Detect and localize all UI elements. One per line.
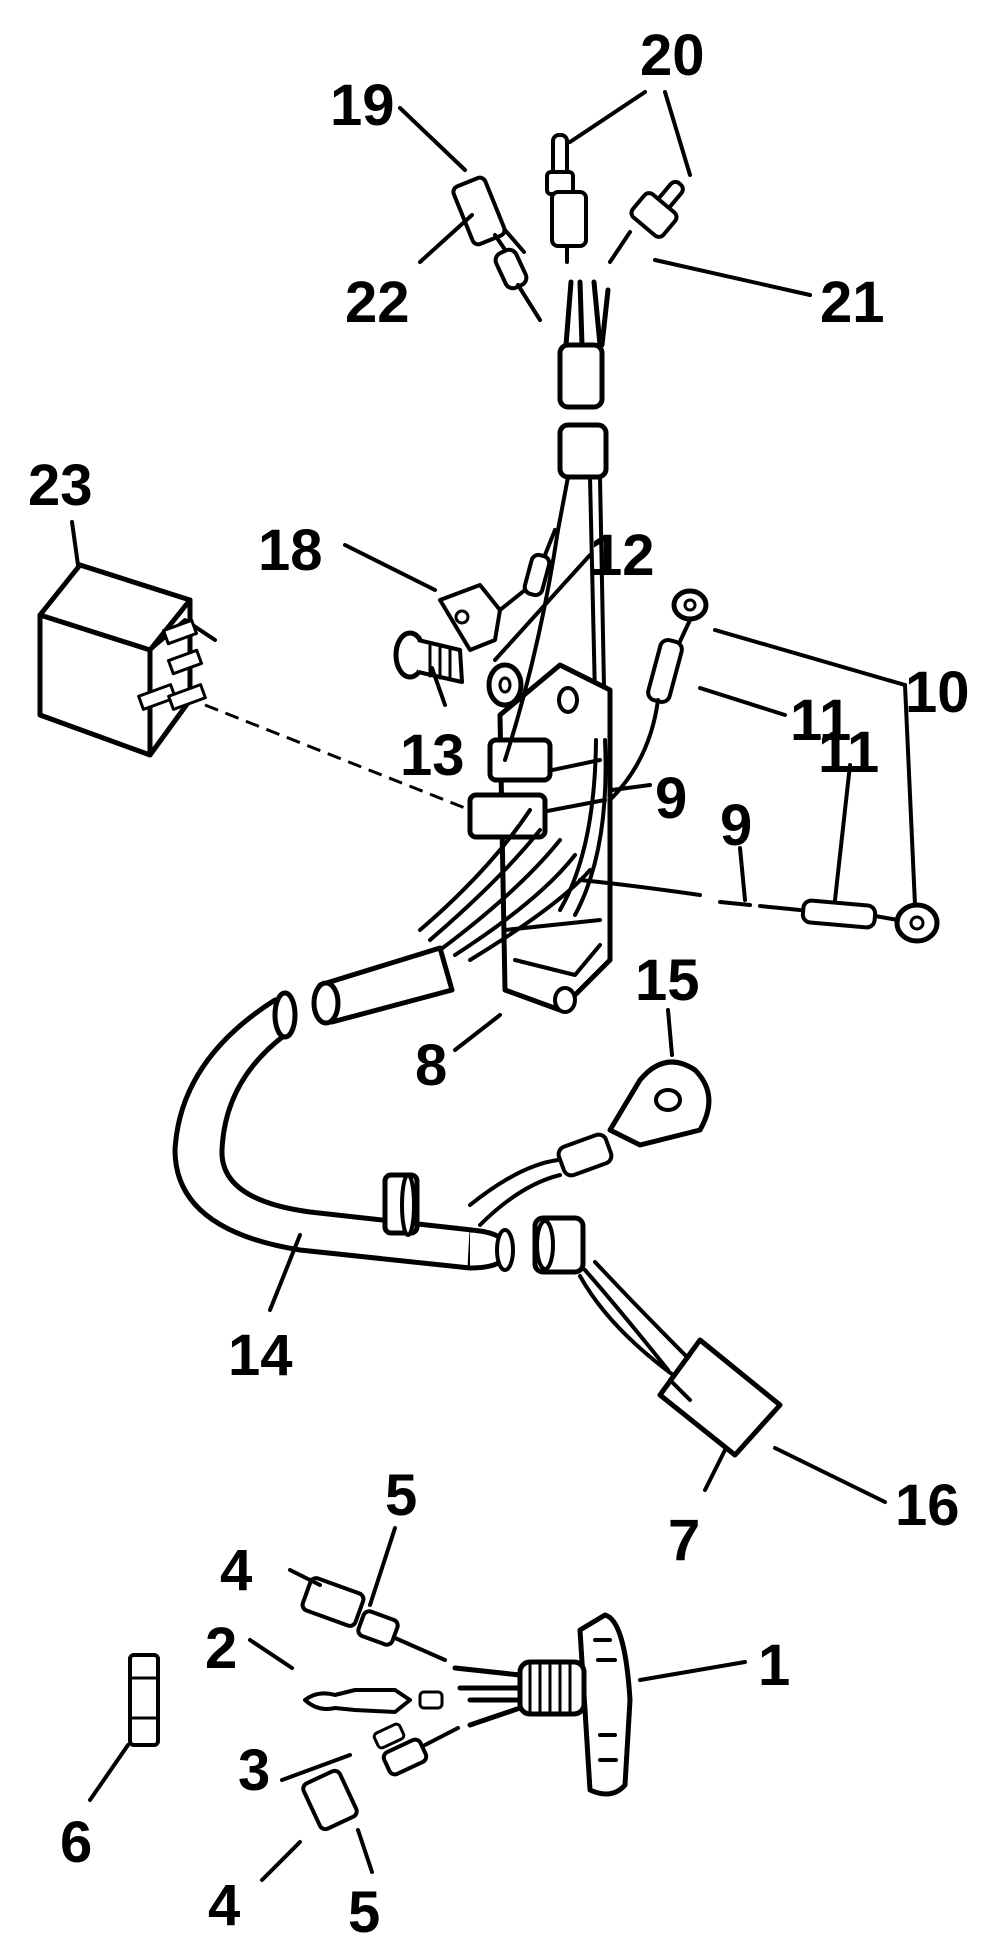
relay bbox=[37, 562, 471, 812]
ground-terminal-18 bbox=[438, 528, 557, 652]
callout-20: 20 bbox=[640, 23, 705, 88]
switch-terminal-upper bbox=[300, 1576, 447, 1662]
relay-bracket bbox=[467, 662, 613, 1014]
callout-11: 11 bbox=[790, 688, 851, 753]
callout-4a: 4 bbox=[220, 1538, 252, 1603]
callout-22: 22 bbox=[345, 270, 410, 335]
top-bullet-connectors bbox=[451, 133, 685, 742]
callout-1: 1 bbox=[758, 1633, 790, 1698]
callout-18: 18 bbox=[258, 518, 323, 583]
callout-7: 7 bbox=[668, 1508, 700, 1573]
callout-16: 16 bbox=[895, 1473, 960, 1538]
harness-wires bbox=[418, 528, 702, 962]
callout-9b: 9 bbox=[720, 793, 752, 858]
screw-and-washer bbox=[393, 630, 524, 708]
bullet-connector-right bbox=[608, 179, 685, 264]
callout-23: 23 bbox=[28, 453, 93, 518]
callout-5a: 5 bbox=[385, 1463, 417, 1528]
ring-terminal-top bbox=[608, 588, 709, 802]
sleeve-connector-left bbox=[451, 175, 542, 322]
callout-10: 10 bbox=[905, 660, 970, 725]
harness-plug bbox=[532, 1215, 783, 1458]
callout-4b: 4 bbox=[208, 1873, 240, 1938]
callout-15: 15 bbox=[635, 948, 700, 1013]
callout-6: 6 bbox=[60, 1810, 92, 1875]
callout-8: 8 bbox=[415, 1033, 447, 1098]
callout-13: 13 bbox=[400, 723, 465, 788]
callout-9: 9 bbox=[655, 766, 687, 831]
ring-terminal-right bbox=[718, 898, 940, 944]
callout-3: 3 bbox=[238, 1738, 270, 1803]
callout-19: 19 bbox=[330, 73, 395, 138]
fuse-6 bbox=[128, 1653, 160, 1747]
callout-11b: 11 bbox=[818, 720, 879, 785]
callout-5b: 5 bbox=[348, 1880, 380, 1941]
callout-2: 2 bbox=[205, 1616, 237, 1681]
main-cable bbox=[172, 945, 515, 1272]
leader-lines bbox=[70, 90, 917, 1882]
key-switch bbox=[452, 1612, 633, 1797]
switch-terminal-middle bbox=[303, 1688, 444, 1714]
callout-14: 14 bbox=[228, 1323, 293, 1388]
switch-terminal-lower bbox=[301, 1722, 460, 1832]
callout-12: 12 bbox=[590, 523, 655, 588]
callout-21: 21 bbox=[820, 270, 885, 335]
ring-terminal-15 bbox=[468, 1059, 712, 1227]
bullet-connector-center bbox=[545, 133, 588, 264]
callout-labels: 19 20 22 21 23 18 12 10 11 13 9 11 9 15 … bbox=[28, 23, 970, 1941]
